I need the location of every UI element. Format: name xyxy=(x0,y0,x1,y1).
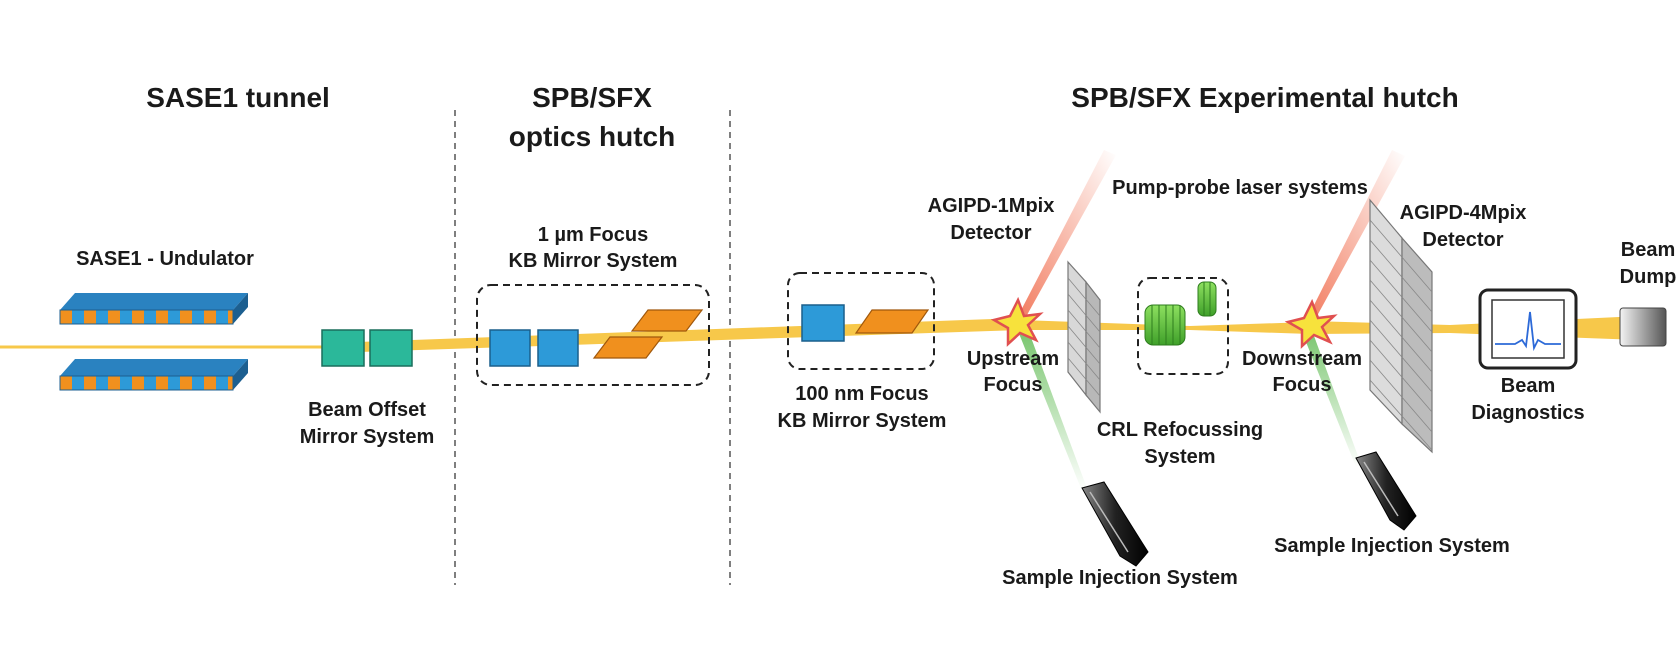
label-sample-injection-left: Sample Injection System xyxy=(1002,567,1238,589)
pump-probe-lasers xyxy=(1016,150,1405,325)
label-agipd1-2: Detector xyxy=(950,222,1031,244)
label-agipd1-1: AGIPD-1Mpix xyxy=(928,195,1055,217)
kb1-mirrors xyxy=(489,309,704,367)
kb100-mirrors xyxy=(801,304,930,342)
label-kb100-1: 100 nm Focus xyxy=(795,383,928,405)
agipd-1mpix-detector xyxy=(1067,260,1101,414)
label-kb100-2: KB Mirror System xyxy=(778,410,947,432)
beam-diagnostics-monitor xyxy=(1478,288,1578,370)
section-title-optics-line1: SPB/SFX xyxy=(532,82,652,113)
label-beam-dump-1: Beam xyxy=(1621,239,1675,261)
label-diag-2: Diagnostics xyxy=(1471,402,1584,424)
label-crl-1: CRL Refocussing xyxy=(1097,419,1263,441)
label-downstream-1: Downstream xyxy=(1242,348,1362,370)
kb100-box xyxy=(787,272,935,370)
sample-injector-right-icon xyxy=(1355,451,1417,531)
label-beam-offset-1: Beam Offset xyxy=(308,399,426,421)
kb1-box xyxy=(476,284,710,386)
label-agipd4-1: AGIPD-4Mpix xyxy=(1400,202,1527,224)
label-crl-2: System xyxy=(1144,446,1215,468)
undulator xyxy=(59,293,248,391)
label-undulator: SASE1 - Undulator xyxy=(76,248,254,270)
label-diag-1: Beam xyxy=(1501,375,1555,397)
label-kb1-1: 1 µm Focus xyxy=(538,224,648,246)
crl-lenses xyxy=(1144,281,1217,346)
upstream-focus-star-icon xyxy=(990,296,1044,347)
green-laser-beams xyxy=(1016,324,1362,491)
label-kb1-2: KB Mirror System xyxy=(509,250,678,272)
section-title-tunnel: SASE1 tunnel xyxy=(146,82,330,113)
label-upstream-1: Upstream xyxy=(967,348,1059,370)
section-title-optics-line2: optics hutch xyxy=(509,121,675,152)
label-beam-offset-2: Mirror System xyxy=(300,426,435,448)
label-pump-probe: Pump-probe laser systems xyxy=(1112,177,1368,199)
label-sample-injection-right: Sample Injection System xyxy=(1274,535,1510,557)
beam-offset-mirrors xyxy=(321,329,413,367)
crl-box xyxy=(1137,277,1229,375)
label-agipd4-2: Detector xyxy=(1422,229,1503,251)
beam-dump xyxy=(1619,307,1667,347)
label-beam-dump-2: Dump xyxy=(1620,266,1677,288)
label-upstream-2: Focus xyxy=(984,374,1043,396)
label-downstream-2: Focus xyxy=(1273,374,1332,396)
agipd-4mpix-detector xyxy=(1369,198,1433,454)
sample-injector-left-icon xyxy=(1081,481,1149,567)
downstream-focus-star-icon xyxy=(1284,298,1338,349)
section-title-experimental: SPB/SFX Experimental hutch xyxy=(1071,82,1458,113)
